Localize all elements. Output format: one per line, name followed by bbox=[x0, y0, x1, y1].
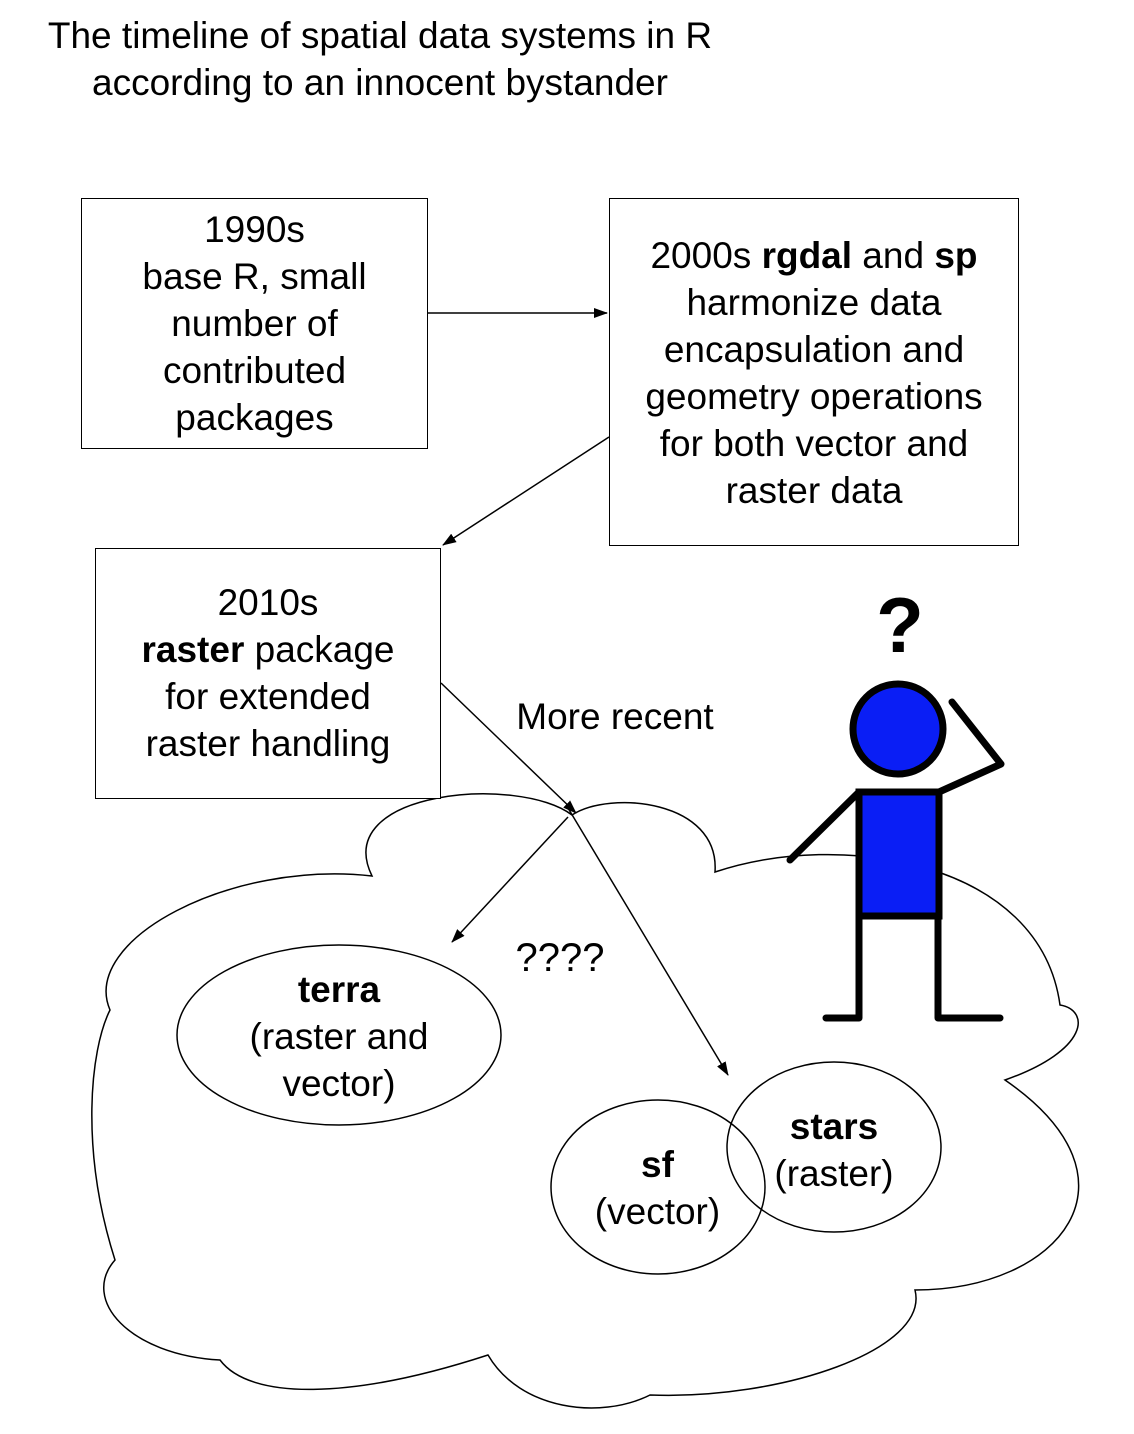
box-2000s-line: raster data bbox=[725, 470, 903, 511]
box-1990s-line: number of bbox=[171, 303, 338, 344]
box-2000s-line-1: 2000s rgdal and sp bbox=[610, 232, 1018, 279]
stars-text: stars (raster) bbox=[760, 1103, 908, 1197]
arrow-2010s-to-cloud bbox=[440, 682, 577, 814]
terra-ellipse bbox=[176, 944, 502, 1126]
bystander-left-leg bbox=[822, 912, 863, 1022]
box-2010s-package: package bbox=[244, 629, 395, 670]
box-2000s-decade: 2000s bbox=[650, 235, 762, 276]
box-1990s-line: base R, small bbox=[142, 256, 367, 297]
box-2010s: 2010s raster package for extended raster… bbox=[95, 548, 441, 799]
more-recent-label: More recent bbox=[516, 696, 714, 737]
box-1990s: 1990s base R, small number of contribute… bbox=[81, 198, 428, 449]
sf-ellipse bbox=[550, 1099, 766, 1275]
box-2000s-and: and bbox=[852, 235, 935, 276]
title-line-2: according to an innocent bystander bbox=[92, 62, 668, 103]
box-2000s-line: for both vector and bbox=[659, 423, 969, 464]
box-2010s-line: for extended bbox=[165, 676, 371, 717]
terra-name: terra bbox=[200, 966, 478, 1013]
sf-desc: (vector) bbox=[594, 1191, 721, 1232]
box-2000s: 2000s rgdal and sp harmonize data encaps… bbox=[609, 198, 1019, 546]
sf-name: sf bbox=[575, 1141, 740, 1188]
box-2010s-text: 2010s raster package for extended raster… bbox=[96, 579, 440, 767]
terra-line: (raster and bbox=[249, 1016, 429, 1057]
raster-name: raster bbox=[141, 629, 245, 670]
bystander-right-leg bbox=[934, 912, 1004, 1022]
bystander-left-arm bbox=[786, 788, 863, 864]
question-marks-label: ???? bbox=[515, 936, 605, 980]
box-2000s-line: encapsulation and bbox=[663, 329, 965, 370]
cloud-shape bbox=[91, 793, 1080, 1409]
bystander-head bbox=[849, 680, 947, 778]
arrow-cloud-to-terra bbox=[451, 816, 569, 943]
sp-name: sp bbox=[934, 235, 978, 276]
rgdal-name: rgdal bbox=[761, 235, 853, 276]
bystander-right-arm bbox=[935, 698, 1005, 796]
box-1990s-line: packages bbox=[175, 397, 334, 438]
box-2000s-text: 2000s rgdal and sp harmonize data encaps… bbox=[610, 232, 1018, 514]
box-2010s-line: raster handling bbox=[145, 723, 391, 764]
box-1990s-text: 1990s base R, small number of contribute… bbox=[82, 206, 427, 441]
title-line-1: The timeline of spatial data systems in … bbox=[47, 15, 713, 56]
terra-name-bold: terra bbox=[297, 969, 381, 1010]
box-2010s-line-2: raster package bbox=[96, 626, 440, 673]
sf-name-bold: sf bbox=[641, 1144, 674, 1185]
box-2000s-line: geometry operations bbox=[645, 376, 983, 417]
sf-text: sf (vector) bbox=[575, 1141, 740, 1235]
bystander-question-mark: ? bbox=[876, 581, 924, 669]
bystander-body bbox=[855, 788, 943, 920]
bystander-figure bbox=[786, 680, 1005, 1022]
arrow-2000s-to-2010s bbox=[442, 436, 610, 546]
box-1990s-line: contributed bbox=[162, 350, 347, 391]
box-1990s-line: 1990s bbox=[204, 209, 305, 250]
arrow-cloud-to-stars bbox=[567, 807, 729, 1076]
terra-line: vector) bbox=[282, 1063, 396, 1104]
box-2000s-line: harmonize data bbox=[686, 282, 942, 323]
stars-name-bold: stars bbox=[789, 1106, 879, 1147]
box-2010s-decade: 2010s bbox=[217, 582, 319, 623]
stars-name: stars bbox=[760, 1103, 908, 1150]
page-title: The timeline of spatial data systems in … bbox=[0, 12, 760, 106]
terra-text: terra (raster and vector) bbox=[200, 966, 478, 1107]
stars-ellipse bbox=[726, 1061, 942, 1233]
stars-desc: (raster) bbox=[774, 1153, 894, 1194]
